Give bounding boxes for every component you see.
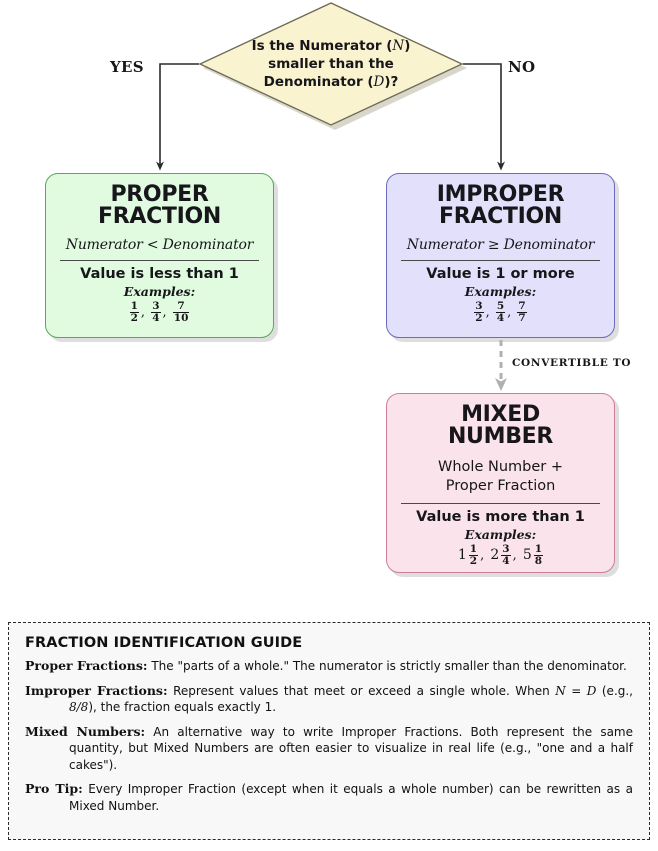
proper-title: PROPER FRACTION [56,184,263,228]
decision-line-1-text: Is the Numerator ( [251,38,393,54]
decision-var-n: N [392,38,405,54]
connector-yes [156,63,199,171]
proper-rule: Numerator < Denominator [65,237,254,253]
decision-line-3-close: )? [384,74,399,90]
mixed-examples-label: Examples: [464,527,537,542]
guide-item-improper: Improper Fractions: Represent values tha… [25,683,633,716]
connector-no [463,63,505,171]
fraction-identification-guide: FRACTION IDENTIFICATION GUIDE Proper Fra… [8,622,650,840]
guide-math-nd: N = D [555,683,597,698]
mixed-divider [401,503,600,504]
improper-title-line-2: FRACTION [438,204,563,229]
mixed-title: MIXED NUMBER [397,404,604,448]
guide-text: ), the fraction equals exactly 1. [88,700,277,714]
convertible-to-label: CONVERTIBLE TO [512,357,632,369]
decision-text: Is the Numerator (N) smaller than the De… [199,2,463,126]
improper-title: IMPROPER FRACTION [397,184,604,228]
mixed-whole: 2 [490,547,500,563]
proper-examples-label: Examples: [123,284,196,299]
guide-text: (e.g., [596,683,633,698]
proper-divider [60,260,259,261]
proper-title-line-2: FRACTION [97,204,222,229]
decision-line-3-text: Denominator ( [263,74,374,90]
guide-item-proper: Proper Fractions: The "parts of a whole.… [25,658,633,675]
branch-label-no: NO [508,58,536,76]
decision-line-1-close: ) [404,38,411,54]
card-proper-fraction[interactable]: PROPER FRACTION Numerator < Denominator … [45,173,274,338]
guide-text: An alternative way to write Improper Fra… [69,724,633,772]
mixed-rule-line-1: Whole Number + [438,459,563,475]
improper-rule: Numerator ≥ Denominator [406,237,595,253]
card-mixed-number[interactable]: MIXED NUMBER Whole Number + Proper Fract… [386,393,615,573]
diamond-outline [199,2,463,126]
mixed-rule: Whole Number + Proper Fraction [397,458,604,496]
guide-item-protip: Pro Tip: Every Improper Fraction (except… [25,781,633,814]
mixed-title-line-2: NUMBER [447,424,554,449]
mixed-value: Value is more than 1 [416,509,585,525]
proper-value: Value is less than 1 [80,266,239,282]
proper-title-line-1: PROPER [110,182,209,207]
guide-text: The "parts of a whole." The numerator is… [147,659,627,673]
mixed-whole: 1 [457,547,467,563]
guide-term: Mixed Numbers: [25,723,146,739]
mixed-title-line-1: MIXED [461,402,540,427]
guide-title: FRACTION IDENTIFICATION GUIDE [25,635,303,651]
guide-term: Pro Tip: [25,781,83,796]
decision-line-1: Is the Numerator (N) [252,37,411,55]
mixed-rule-line-2: Proper Fraction [445,478,556,494]
improper-examples-label: Examples: [464,284,537,299]
guide-term: Improper Fractions: [25,682,168,698]
improper-title-line-1: IMPROPER [436,182,565,207]
mixed-whole: 5 [522,547,532,563]
decision-line-2: smaller than the [268,56,394,72]
guide-text: Every Improper Fraction (except when it … [69,782,633,813]
guide-term: Proper Fractions: [25,658,148,673]
decision-diamond: Is the Numerator (N) smaller than the De… [199,2,467,130]
branch-label-yes: YES [110,58,144,76]
card-improper-fraction[interactable]: IMPROPER FRACTION Numerator ≥ Denominato… [386,173,615,338]
decision-var-d: D [373,74,385,90]
guide-math-88: 8/8 [69,700,89,714]
decision-line-3: Denominator (D)? [264,73,399,91]
improper-value: Value is 1 or more [426,266,575,282]
improper-divider [401,260,600,261]
guide-text: Represent values that meet or exceed a s… [167,683,556,698]
guide-item-mixed: Mixed Numbers: An alternative way to wri… [25,724,633,774]
